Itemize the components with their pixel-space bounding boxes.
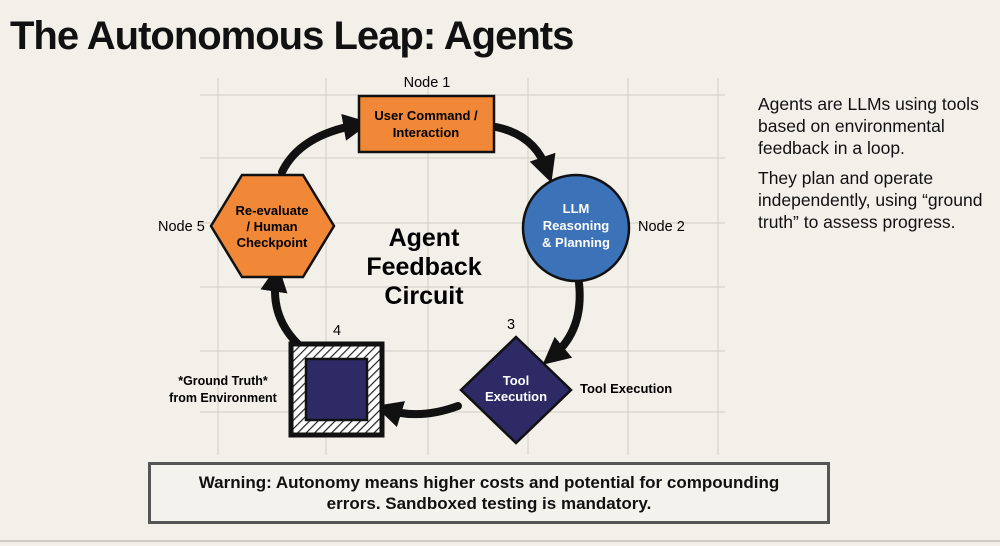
- center-label-line-1: Agent: [389, 224, 461, 252]
- node-5-label-line-2: / Human: [246, 219, 297, 234]
- node-4-side-label-line-2: from Environment: [169, 391, 277, 405]
- node-5-shape: [209, 173, 336, 279]
- node-3-label-line-1: Tool: [503, 373, 529, 388]
- center-label-line-3: Circuit: [384, 282, 464, 310]
- agent-feedback-diagram: Node 1 User Command / Interaction LLM Re…: [158, 75, 725, 455]
- node-5: Re-evaluate / Human Checkpoint Node 5: [158, 173, 336, 279]
- node-5-caption: Node 5: [158, 219, 205, 235]
- node-4-caption: 4: [333, 323, 341, 339]
- arrow-node1-to-node2: [492, 123, 556, 183]
- description-panel: Agents are LLMs using tools based on env…: [758, 93, 994, 241]
- bottom-divider: [0, 540, 1000, 542]
- center-label-line-2: Feedback: [366, 253, 481, 281]
- center-label: Agent Feedback Circuit: [366, 224, 481, 310]
- node-3-side-label: Tool Execution: [580, 381, 672, 396]
- arrow-node2-to-node3: [542, 279, 584, 365]
- node-2: LLM Reasoning & Planning Node 2: [521, 173, 685, 283]
- arrow-node5-to-node1: [278, 113, 371, 176]
- node-1-caption: Node 1: [404, 75, 451, 91]
- node-1-shape: [357, 94, 496, 154]
- node-4-side-label-line-1: *Ground Truth*: [178, 374, 268, 388]
- node-1: Node 1 User Command / Interaction: [357, 75, 496, 154]
- warning-box: Warning: Autonomy means higher costs and…: [148, 462, 830, 524]
- node-4-shape: [304, 357, 369, 422]
- node-3-caption: 3: [507, 317, 515, 333]
- node-3-label-line-2: Execution: [485, 389, 547, 404]
- node-2-label-line-1: LLM: [563, 201, 590, 216]
- node-2-caption: Node 2: [638, 219, 685, 235]
- node-1-label-line-1: User Command /: [374, 108, 478, 123]
- description-paragraph-1: Agents are LLMs using tools based on env…: [758, 94, 979, 158]
- node-5-label-line-3: Checkpoint: [237, 235, 308, 250]
- page-title: The Autonomous Leap: Agents: [10, 14, 574, 58]
- loop-arrows: [260, 113, 584, 428]
- warning-text: Warning: Autonomy means higher costs and…: [198, 473, 780, 513]
- node-2-label-line-2: Reasoning: [543, 218, 610, 233]
- arrow-node4-to-node5: [260, 264, 304, 350]
- node-2-label-line-3: & Planning: [542, 235, 610, 250]
- node-3-shape: [459, 335, 573, 445]
- node-5-label-line-1: Re-evaluate: [236, 203, 309, 218]
- node-3: 3 Tool Execution Tool Execution: [459, 317, 672, 445]
- node-4: 4 *Ground Truth* from Environment: [169, 323, 385, 438]
- node-2-shape: [521, 173, 631, 283]
- description-paragraph-2: They plan and operate independently, usi…: [758, 168, 983, 232]
- arrow-node3-to-node4: [375, 401, 462, 428]
- node-1-label-line-2: Interaction: [393, 125, 460, 140]
